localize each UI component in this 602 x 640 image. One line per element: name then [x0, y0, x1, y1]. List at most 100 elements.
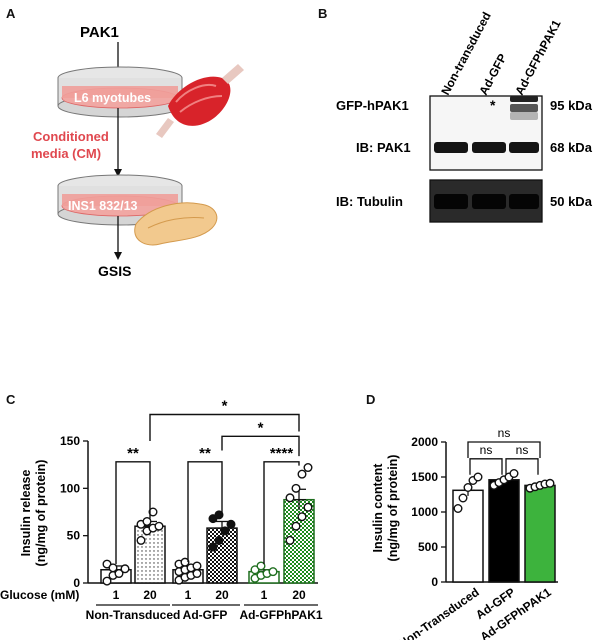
- data-point: [102, 576, 112, 586]
- lane-label-2: Ad-GFP: [476, 51, 509, 97]
- data-point: [285, 493, 295, 503]
- data-point: [297, 512, 307, 522]
- y-tick-label: 50: [67, 529, 81, 543]
- sig-bracket: [505, 458, 539, 475]
- data-point: [154, 521, 164, 531]
- y-axis-label-line2: (ng/mg of protein): [34, 460, 48, 567]
- data-point: [180, 557, 190, 567]
- y-tick-label: 0: [73, 576, 80, 590]
- x-tick-label: 1: [113, 588, 120, 602]
- sig-bracket: [469, 458, 503, 475]
- bar-1: [488, 479, 520, 583]
- x-prefix-label: Glucose (mM): [0, 588, 79, 602]
- y-tick-label: 100: [60, 481, 80, 495]
- schematic-a: PAK1 L6 myotubes Conditioned media (CM) …: [31, 24, 244, 279]
- data-point: [268, 567, 278, 577]
- x-tick-label: 20: [143, 588, 157, 602]
- data-point: [303, 463, 313, 473]
- pak1-label: PAK1: [80, 24, 119, 41]
- muscle-icon: [156, 64, 244, 138]
- ins1-label: INS1 832/13: [68, 199, 138, 213]
- data-point: [114, 569, 124, 579]
- western-blot-b: Non-transduced Ad-GFP Ad-GFPhPAK1 * GFP-…: [336, 10, 593, 223]
- petri-dish-1: [57, 66, 183, 118]
- sig-label: *: [222, 397, 228, 414]
- data-point: [509, 468, 519, 478]
- data-point: [208, 542, 218, 552]
- row-label-tubulin: IB: Tubulin: [336, 194, 403, 209]
- x-tick-label: 20: [215, 588, 229, 602]
- group-label: Ad-GFP: [183, 608, 228, 622]
- data-point: [192, 569, 202, 579]
- data-point: [297, 469, 307, 479]
- bar-2: [524, 484, 556, 583]
- sig-bracket: [467, 441, 541, 458]
- y-tick-label: 150: [60, 434, 80, 448]
- sig-bracket: [221, 435, 300, 457]
- y-tick-label: 500: [418, 540, 438, 554]
- data-point: [226, 519, 236, 529]
- x-tick-label: 1: [261, 588, 268, 602]
- pancreas-icon: [134, 202, 218, 246]
- group-label: Non-Transduced: [86, 608, 181, 622]
- sig-label: *: [258, 419, 264, 436]
- data-point: [120, 564, 130, 574]
- data-point: [291, 521, 301, 531]
- sig-label: ns: [516, 443, 529, 457]
- y-tick-label: 2000: [411, 435, 438, 449]
- l6-label: L6 myotubes: [74, 91, 151, 105]
- x-tick-label: Non-Transduced: [396, 585, 482, 640]
- gsis-label: GSIS: [98, 263, 131, 279]
- sig-label: ns: [480, 443, 493, 457]
- panel-letter-c: C: [6, 392, 16, 407]
- x-tick-label: 20: [292, 588, 306, 602]
- panel-letter-d: D: [366, 392, 376, 407]
- bar-3: [206, 527, 238, 584]
- mw-95: 95 kDa: [550, 98, 593, 113]
- data-point: [453, 503, 463, 513]
- cm-label-1: Conditioned: [33, 129, 109, 144]
- data-point: [108, 563, 118, 573]
- data-point: [256, 561, 266, 571]
- data-point: [214, 510, 224, 520]
- y-axis-label-line1: Insulin release: [19, 470, 33, 557]
- sig-label: ns: [498, 426, 511, 440]
- y-axis-label-line2: (ng/mg of protein): [386, 455, 400, 562]
- panel-letter-a: A: [6, 6, 16, 21]
- y-tick-label: 0: [431, 575, 438, 589]
- sig-label: ****: [270, 445, 294, 462]
- sig-bracket: [149, 413, 300, 441]
- data-point: [545, 478, 555, 488]
- y-axis-label-line1: Insulin content: [371, 463, 385, 553]
- cm-label-2: media (CM): [31, 146, 101, 161]
- row-label-gfp: GFP-hPAK1: [336, 98, 409, 113]
- sig-label: **: [127, 445, 139, 462]
- mw-50: 50 kDa: [550, 194, 593, 209]
- data-point: [303, 502, 313, 512]
- row-label-pak1: IB: PAK1: [356, 140, 411, 155]
- mw-68: 68 kDa: [550, 140, 593, 155]
- x-tick-label: 1: [185, 588, 192, 602]
- data-point: [142, 516, 152, 526]
- group-label: Ad-GFPhPAK1: [239, 608, 322, 622]
- data-point: [214, 535, 224, 545]
- data-point: [291, 483, 301, 493]
- sig-label: **: [199, 445, 211, 462]
- data-point: [463, 482, 473, 492]
- y-tick-label: 1500: [411, 470, 438, 484]
- data-point: [220, 526, 230, 536]
- data-point: [473, 472, 483, 482]
- data-point: [458, 493, 468, 503]
- data-point: [136, 535, 146, 545]
- bar-1: [134, 525, 166, 584]
- y-tick-label: 1000: [411, 505, 438, 519]
- panel-letter-b: B: [318, 6, 328, 21]
- sig-bracket: [263, 461, 300, 565]
- data-point: [192, 561, 202, 571]
- lane-label-3: Ad-GFPhPAK1: [512, 17, 564, 97]
- sig-bracket: [115, 461, 151, 565]
- data-point: [285, 535, 295, 545]
- data-point: [148, 507, 158, 517]
